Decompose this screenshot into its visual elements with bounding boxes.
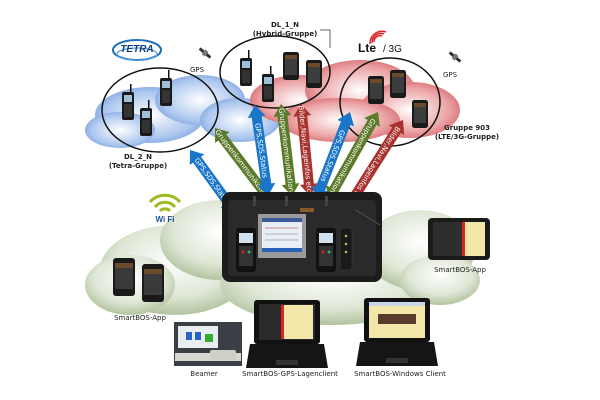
group-g903-name: Gruppe 903 xyxy=(444,124,490,132)
client-label-app-tablet: SmartBOS-App xyxy=(434,266,486,274)
smartphone-icon xyxy=(283,52,299,80)
arrow-shape xyxy=(293,104,318,197)
group-ellipse-dl1 xyxy=(219,35,331,109)
arrow-shape xyxy=(215,128,270,200)
satellite-icon-right xyxy=(448,51,462,63)
satellite-icon-left xyxy=(198,47,212,59)
smartbos-app-tablet xyxy=(428,218,490,260)
group-dl1-subtitle: (Hybrid-Gruppe) xyxy=(252,30,318,38)
dl1-bracket-line xyxy=(320,29,331,48)
smartphone-icon xyxy=(390,70,406,98)
smartphone-icon xyxy=(412,100,428,128)
case-right-radio xyxy=(316,228,336,272)
arrow-shape xyxy=(344,120,405,211)
lte-logo: Lte / 3G xyxy=(358,30,402,55)
gps-label-left: GPS xyxy=(189,66,205,74)
tetra-logo: TETRA xyxy=(112,39,162,61)
case-left-radio xyxy=(236,228,256,272)
tetra-cloud xyxy=(85,75,280,148)
windows-client-laptop xyxy=(356,298,438,366)
smartphone-icon xyxy=(306,60,322,88)
gps-label-right: GPS xyxy=(442,71,458,79)
tetra-radio-icon xyxy=(122,84,134,120)
beamer-image xyxy=(174,322,242,366)
client-label-gps-client: SmartBOS-GPS-Lagenclient xyxy=(242,370,338,378)
arrow-shape xyxy=(273,104,300,197)
group-dl2-subtitle: (Tetra-Gruppe) xyxy=(108,162,168,170)
client-label-app-phones: SmartBOS-App xyxy=(114,314,166,322)
wifi-logo-text: Wi Fi xyxy=(155,215,174,224)
tetra-radio-icon xyxy=(160,70,172,106)
smartbos-app-phones xyxy=(113,258,164,302)
arrow-shape xyxy=(326,112,380,201)
tetra-radio-icon xyxy=(240,50,252,86)
client-label-windows-client: SmartBOS-Windows Client xyxy=(354,370,446,378)
group-ellipse-dl2 xyxy=(101,67,219,153)
smartphone-icon xyxy=(368,76,384,104)
case-touchscreen xyxy=(258,214,306,258)
arrow-shape xyxy=(311,112,355,200)
lte-logo-text: Lte xyxy=(358,41,376,55)
tetra-logo-text: TETRA xyxy=(120,44,153,55)
wifi-logo: Wi Fi xyxy=(148,193,182,224)
mobile-command-case xyxy=(222,192,382,282)
group-dl2-name: DL_2_N xyxy=(124,153,152,161)
arrow-shape xyxy=(247,105,276,197)
smartphone-devices xyxy=(283,52,428,128)
gps-client-laptop xyxy=(246,300,328,368)
client-label-beamer: Beamer xyxy=(190,370,218,378)
lte-logo-suffix: / 3G xyxy=(383,44,402,55)
group-g903-subtitle: (LTE/3G-Gruppe) xyxy=(434,133,500,141)
tetra-radio-devices xyxy=(122,50,274,136)
tetra-radio-icon xyxy=(262,66,274,102)
group-dl1-name: DL_1_N xyxy=(271,21,299,29)
tetra-radio-icon xyxy=(140,100,152,136)
